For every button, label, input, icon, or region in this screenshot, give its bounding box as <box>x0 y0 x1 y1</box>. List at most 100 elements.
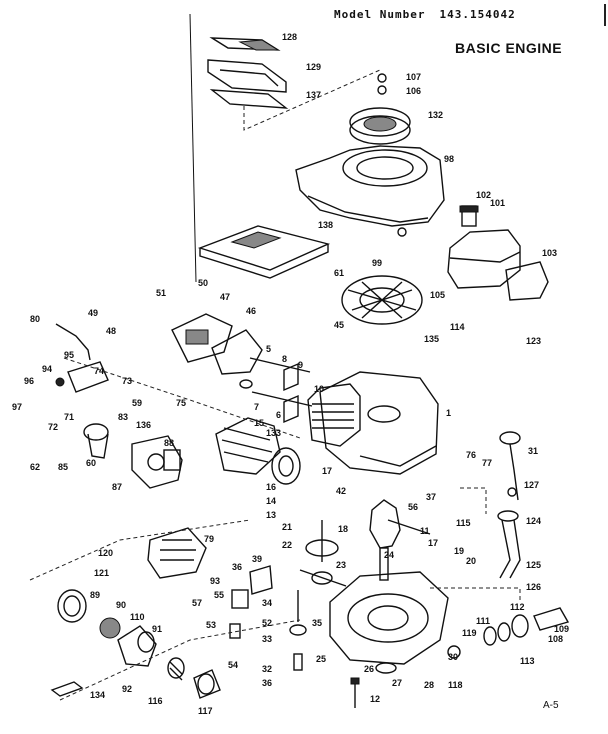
callout: 19 <box>454 546 464 556</box>
part-125-oil-fill-tube <box>497 510 521 579</box>
callout: 138 <box>318 220 333 230</box>
page-code: A-5 <box>543 700 559 711</box>
callout: 132 <box>428 110 443 120</box>
callout: 85 <box>58 462 68 472</box>
callout: 119 <box>462 628 477 638</box>
part-47-breather <box>171 313 233 363</box>
callout: 21 <box>282 522 292 532</box>
part-137-air-cleaner-cover <box>207 59 289 109</box>
callout: 79 <box>204 534 214 544</box>
callout: 115 <box>456 518 471 528</box>
callout: 90 <box>116 600 126 610</box>
callout: 114 <box>450 322 465 332</box>
corner-mark <box>598 4 606 26</box>
part-138-air-filter <box>197 225 331 279</box>
part-33-governor-shaft <box>289 590 307 671</box>
callout: 118 <box>448 680 463 690</box>
part-15-cylinder-head <box>215 417 281 475</box>
callout: 121 <box>94 568 109 578</box>
part-98-blower-housing <box>295 145 445 237</box>
model-number-value: 143.154042 <box>439 8 516 21</box>
callout: 75 <box>176 398 186 408</box>
callout: 124 <box>526 516 541 526</box>
part-112-seal-group <box>483 607 570 646</box>
callout: 17 <box>322 466 332 476</box>
callout: 14 <box>266 496 276 506</box>
callout: 15 <box>254 418 264 428</box>
callout: 126 <box>526 582 541 592</box>
callout: 98 <box>444 154 454 164</box>
callout: 51 <box>156 288 166 298</box>
callout: 12 <box>370 694 380 704</box>
dashed-outline-lower <box>29 519 251 581</box>
callout: 35 <box>312 618 322 628</box>
callout: 50 <box>198 278 208 288</box>
callout: 136 <box>136 420 151 430</box>
callout: 56 <box>408 502 418 512</box>
part-26-washer <box>375 662 397 674</box>
part-101-muffler <box>447 205 521 289</box>
callout: 137 <box>306 90 321 100</box>
callout: 34 <box>262 598 272 608</box>
callout: 36 <box>232 562 242 572</box>
callout: 26 <box>364 664 374 674</box>
callout: 18 <box>338 524 348 534</box>
callout: 91 <box>152 624 162 634</box>
callout: 73 <box>122 376 132 386</box>
dashed-outline-bottom <box>59 619 301 701</box>
callout: 8 <box>282 354 287 364</box>
callout: 80 <box>30 314 40 324</box>
callout: 37 <box>426 492 436 502</box>
callout: 123 <box>526 336 541 346</box>
callout-labels: 128 129 137 107 106 132 98 102 101 103 1… <box>12 32 569 716</box>
part-23-governor-gear <box>299 569 347 587</box>
callout: 102 <box>476 190 491 200</box>
part-94-bracket <box>55 361 109 393</box>
callout: 30 <box>448 652 458 662</box>
callout: 117 <box>198 706 213 716</box>
callout: 89 <box>90 590 100 600</box>
callout: 39 <box>252 554 262 564</box>
dashed-outline-112 <box>430 587 521 600</box>
callout: 1 <box>446 408 451 418</box>
callout: 13 <box>266 510 276 520</box>
callout: 57 <box>192 598 202 608</box>
callout: 22 <box>282 540 292 550</box>
part-110-spring <box>99 617 121 639</box>
callout: 116 <box>148 696 163 706</box>
callout: 20 <box>466 556 476 566</box>
callout: 48 <box>106 326 116 336</box>
callout: 134 <box>90 690 105 700</box>
callout: 55 <box>214 590 224 600</box>
callout: 5 <box>266 344 271 354</box>
callout: 77 <box>482 458 492 468</box>
callout: 95 <box>64 350 74 360</box>
part-116-spring <box>167 657 185 681</box>
part-12-bolt <box>350 677 360 708</box>
callout: 128 <box>282 32 297 42</box>
callout: 101 <box>490 198 505 208</box>
part-5-valves <box>239 357 313 424</box>
callout: 105 <box>430 290 445 300</box>
callout: 59 <box>132 398 142 408</box>
dashed-leader-137 <box>243 69 381 131</box>
part-132-rotating-screen <box>349 107 411 145</box>
callout: 87 <box>112 482 122 492</box>
callout: 129 <box>306 62 321 72</box>
dashed-outline-115 <box>460 487 487 514</box>
callout: 94 <box>42 364 52 374</box>
model-number-label: Model Number <box>334 8 426 21</box>
callout: 111 <box>476 616 490 626</box>
callout: 109 <box>554 624 569 634</box>
part-136-carburetor <box>131 435 183 489</box>
callout: 92 <box>122 684 132 694</box>
diagram-title: BASIC ENGINE <box>455 40 563 56</box>
model-number-header: Model Number 143.154042 <box>334 8 516 21</box>
part-128-strip <box>209 37 281 51</box>
part-134-strap <box>50 681 84 697</box>
callout: 61 <box>334 268 344 278</box>
guide-line <box>189 13 197 283</box>
callout: 106 <box>406 86 421 96</box>
callout: 74 <box>94 366 104 376</box>
